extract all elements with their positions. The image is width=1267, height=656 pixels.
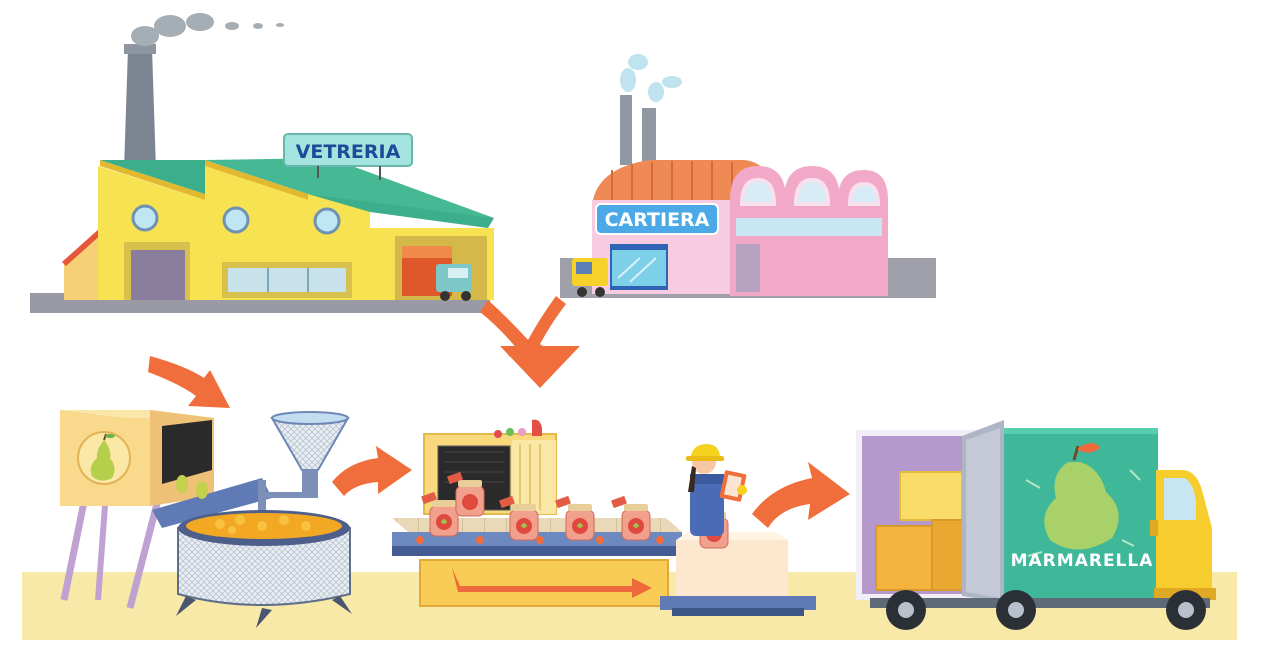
pear-icon [90, 433, 115, 481]
fruit-washer [60, 410, 272, 609]
arrow-icon [148, 356, 230, 408]
glassworks-sign [283, 133, 413, 167]
quality-inspector [686, 444, 747, 536]
pear-icon [1044, 443, 1119, 550]
paper-mill-sign [595, 203, 719, 235]
paper-mill-sign-text: CARTIERA [605, 209, 710, 231]
labeling-machine [423, 419, 557, 515]
smoke-icon [131, 13, 284, 46]
wheel [1166, 590, 1206, 630]
delivery-truck: MARMARELLA [856, 420, 1216, 630]
glassworks: VETRERIA [30, 13, 494, 313]
arrow-icon [752, 462, 850, 528]
cooking-pot [176, 411, 352, 628]
conveyor-belt [392, 518, 816, 616]
glassworks-roof [100, 160, 494, 228]
smoke-icon [620, 54, 682, 102]
paper-mill: CARTIERA [560, 54, 936, 298]
glassworks-sign-text: VETRERIA [296, 141, 401, 163]
wheel [996, 590, 1036, 630]
arrow-icon [332, 446, 412, 496]
glassworks-chimney [124, 48, 156, 170]
arrow-icon [480, 296, 580, 388]
wheel [886, 590, 926, 630]
truck-brand: MARMARELLA [1011, 551, 1154, 571]
